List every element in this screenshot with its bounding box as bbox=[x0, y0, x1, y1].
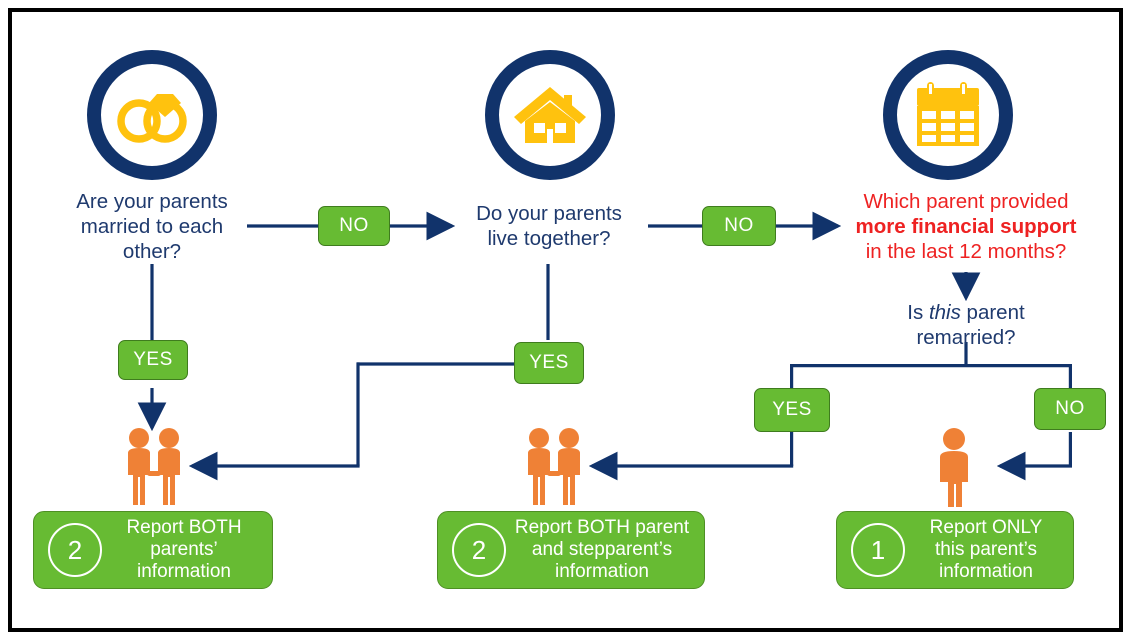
question-4-prefix: Is bbox=[907, 301, 929, 324]
question-2-line-2: live together? bbox=[487, 227, 611, 250]
badge-q4-no-label: NO bbox=[1055, 398, 1085, 419]
question-4-line-1: Is this parent bbox=[866, 300, 1066, 325]
outcome-middle-line-2: and stepparent’s bbox=[531, 539, 673, 560]
outcome-left-line-3: information bbox=[137, 561, 231, 582]
badge-q1-no-label: NO bbox=[339, 215, 369, 236]
badge-q2-no-label: NO bbox=[724, 215, 754, 236]
badge-q2-no[interactable]: NO bbox=[702, 206, 776, 246]
outcome-middle[interactable]: 2 Report BOTH parent and stepparent’s in… bbox=[437, 511, 705, 589]
question-3-text: Which parent provided more financial sup… bbox=[838, 189, 1094, 264]
question-3-line-2-bold: more financial support bbox=[855, 215, 1077, 238]
question-1-line-3: other? bbox=[122, 240, 182, 263]
question-4-italic-word: this bbox=[928, 301, 961, 324]
badge-q4-no[interactable]: NO bbox=[1034, 388, 1106, 430]
outcome-middle-line-1: Report BOTH parent bbox=[514, 517, 690, 538]
outcome-middle-text: Report BOTH parent and stepparent’s info… bbox=[506, 517, 704, 583]
outcome-right-line-3: information bbox=[939, 561, 1033, 582]
badge-q4-yes-label: YES bbox=[772, 399, 812, 420]
outcome-left-text: Report BOTH parents’ information bbox=[102, 517, 272, 583]
badge-q1-no[interactable]: NO bbox=[318, 206, 390, 246]
outcome-right-text: Report ONLY this parent’s information bbox=[905, 517, 1073, 583]
badge-q1-yes-label: YES bbox=[133, 349, 173, 370]
outcome-left-line-2: parents’ bbox=[150, 539, 218, 560]
question-1-line-1: Are your parents bbox=[76, 190, 228, 213]
outcome-right-number-label: 1 bbox=[870, 534, 886, 565]
calendar-icon bbox=[915, 80, 981, 150]
badge-q2-yes-label: YES bbox=[529, 352, 569, 373]
outcome-right-line-1: Report ONLY bbox=[929, 517, 1043, 538]
one-person-icon-right bbox=[930, 427, 978, 509]
outcome-left-line-1: Report BOTH bbox=[126, 517, 242, 538]
badge-q2-yes[interactable]: YES bbox=[514, 342, 584, 384]
outcome-left-number-label: 2 bbox=[67, 534, 83, 565]
question-3-line-3: in the last 12 months? bbox=[865, 240, 1067, 263]
question-2-text: Do your parents live together? bbox=[440, 201, 658, 251]
badge-q4-yes[interactable]: YES bbox=[754, 388, 830, 432]
wedding-rings-icon bbox=[113, 84, 191, 146]
outcome-right-line-2: this parent’s bbox=[934, 539, 1038, 560]
question-4-line-2: remarried? bbox=[916, 326, 1016, 349]
outcome-left[interactable]: 2 Report BOTH parents’ information bbox=[33, 511, 273, 589]
question-2-line-1: Do your parents bbox=[476, 202, 622, 225]
outcome-left-number: 2 bbox=[48, 523, 102, 577]
house-icon bbox=[512, 83, 588, 147]
question-3-line-1: Which parent provided bbox=[863, 190, 1069, 213]
badge-q1-yes[interactable]: YES bbox=[118, 340, 188, 380]
question-1-text: Are your parents married to each other? bbox=[32, 189, 272, 264]
outcome-middle-number: 2 bbox=[452, 523, 506, 577]
wedding-rings-icon-circle bbox=[87, 50, 217, 180]
calendar-icon-circle bbox=[883, 50, 1013, 180]
question-1-line-2: married to each bbox=[80, 215, 224, 238]
outcome-middle-number-label: 2 bbox=[471, 534, 487, 565]
two-people-icon-middle bbox=[518, 427, 590, 509]
question-4-text: Is this parent remarried? bbox=[866, 300, 1066, 350]
question-4-suffix: parent bbox=[960, 301, 1025, 324]
two-people-icon-left bbox=[118, 427, 190, 509]
outcome-middle-line-3: information bbox=[555, 561, 649, 582]
outcome-right[interactable]: 1 Report ONLY this parent’s information bbox=[836, 511, 1074, 589]
diagram-border bbox=[8, 8, 1123, 632]
outcome-right-number: 1 bbox=[851, 523, 905, 577]
house-icon-circle bbox=[485, 50, 615, 180]
